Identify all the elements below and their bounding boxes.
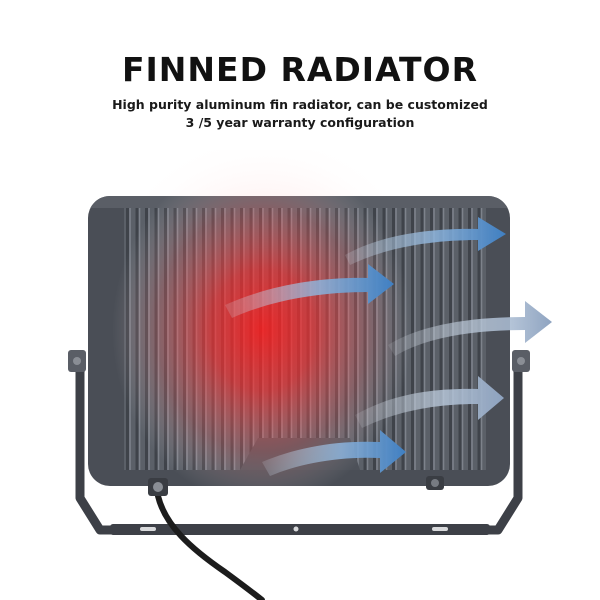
airflow-arrow-icon: [388, 301, 552, 356]
airflow-arrow-icon: [355, 376, 504, 428]
airflow-arrows: [225, 217, 552, 476]
radiator-fin-highlight: [452, 208, 454, 470]
floodlight-radiator-illustration: [68, 150, 552, 600]
power-cable-icon: [155, 493, 265, 600]
airflow-arrow-icon: [262, 430, 406, 476]
radiator-fin-highlight: [471, 208, 473, 470]
radiator-fin-highlight: [442, 208, 445, 470]
radiator-fin-highlight: [480, 208, 483, 470]
heat-glow-icon: [112, 196, 412, 486]
airflow-arrow-icon: [225, 264, 394, 318]
radiator-fin: [449, 208, 453, 470]
radiator-fin: [477, 208, 481, 470]
airflow-arrow-icon: [345, 217, 506, 265]
subtitle-line-2: 3 /5 year warranty configuration: [185, 115, 415, 130]
page-title: FINNED RADIATOR: [121, 50, 479, 89]
radiator-fin-highlight: [461, 208, 464, 470]
radiator-fin: [468, 208, 472, 470]
radiator-fin: [458, 208, 462, 470]
mounting-bracket-icon: [68, 350, 530, 535]
subtitle-line-1: High purity aluminum fin radiator, can b…: [112, 97, 488, 112]
radiator-fin: [439, 208, 443, 470]
